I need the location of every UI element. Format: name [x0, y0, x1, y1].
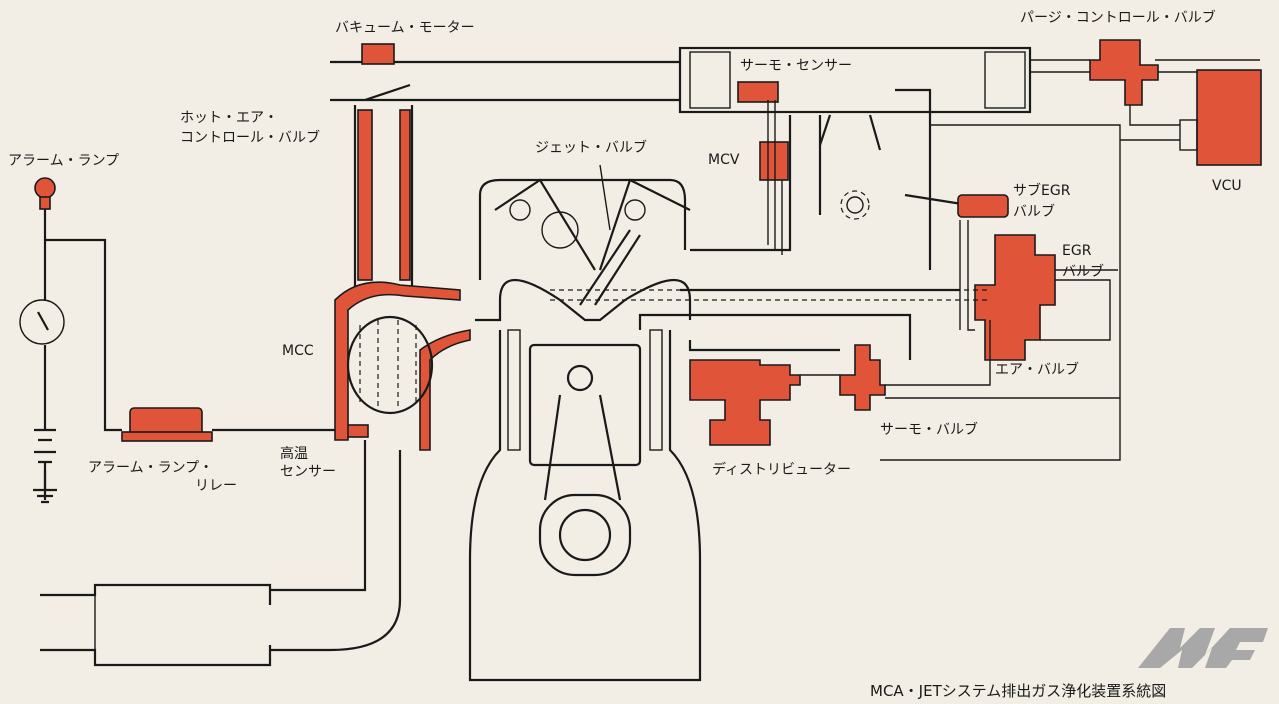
vacuum-motor [361, 43, 395, 65]
sub-egr-valve [957, 194, 1009, 218]
mcc-inner-wall [419, 329, 471, 451]
vacuum-lines [880, 105, 1180, 461]
label-hot-air-control-valve-2: コントロール・バルブ [180, 129, 320, 146]
piston [528, 343, 642, 467]
purge-control-valve [1089, 39, 1159, 106]
label-alarm-lamp: アラーム・ランプ [8, 153, 119, 169]
engine [468, 164, 960, 682]
label-jet-valve: ジェット・バルブ [535, 139, 647, 156]
water-jacket-left [507, 329, 521, 451]
mcc-reactor [346, 315, 434, 415]
thermo-sensor [737, 81, 779, 103]
mf-logo-mark [1138, 628, 1268, 668]
label-mcc: MCC [282, 343, 314, 359]
label-thermo-sensor: サーモ・センサー [740, 58, 852, 74]
label-thermo-valve: サーモ・バルブ [880, 421, 978, 438]
relay-wire [45, 238, 122, 432]
thermo-valve [839, 344, 886, 411]
rocker-arms [494, 178, 691, 271]
mcv-lines [767, 100, 783, 255]
mcc [334, 281, 461, 441]
thermo-valve-lines [800, 320, 1120, 399]
rocker-shaft-right [624, 199, 646, 221]
alarm-lamp-relay-base [121, 431, 213, 442]
egr-lines [959, 220, 1118, 341]
mcc-core [359, 320, 417, 410]
battery-ground-icon [33, 428, 57, 504]
egr-valve [974, 234, 1056, 361]
carburetor-venturi [818, 114, 882, 151]
label-sub-egr-valve: サブEGR [1013, 182, 1071, 199]
jet-valve-pointer [599, 164, 611, 231]
label-sub-egr-valve-2: バルブ [1013, 203, 1055, 220]
camshaft [541, 211, 579, 249]
muffler [40, 583, 272, 667]
intake-system [330, 39, 1262, 461]
label-purge-control-valve: パージ・コントロール・バルブ [1020, 9, 1216, 26]
cylinder-block [468, 330, 702, 682]
carburetor-body [690, 88, 1001, 270]
mcv [759, 141, 789, 181]
hot-air-duct-walls [353, 105, 414, 290]
air-cleaner-element-right [984, 51, 1026, 109]
crank-end [538, 493, 632, 577]
air-cleaner [678, 46, 1032, 114]
hot-air-duct-right [399, 109, 411, 281]
purge-lines [1030, 59, 1260, 73]
crankshaft [558, 508, 612, 562]
piston-pin [566, 364, 594, 392]
alarm-lamp-base [39, 196, 51, 210]
label-air-valve: エア・バルブ [995, 361, 1079, 378]
rocker-shaft-left [509, 199, 531, 221]
label-alarm-lamp-relay: アラーム・ランプ・ [88, 460, 213, 476]
label-mcv: MCV [708, 152, 740, 168]
label-high-temp-sensor: 高温 [280, 445, 308, 462]
hot-air-duct-left [357, 109, 373, 281]
cylinder-head [475, 178, 692, 322]
vcu-connector [1179, 119, 1198, 151]
label-egr-valve: EGR [1062, 243, 1092, 259]
label-hot-air-control-valve: ホット・エア・ [180, 110, 278, 126]
labels: バキューム・モーター パージ・コントロール・バルブ サーモ・センサー ホット・エ… [8, 9, 1242, 494]
connecting-rod [543, 394, 622, 501]
vcu [1196, 69, 1262, 166]
distributor [689, 359, 801, 446]
mcc-exhaust [40, 281, 471, 667]
diagram-caption: MCA・JETシステム排出ガス浄化装置系統図 [870, 682, 1166, 700]
label-vcu: VCU [1212, 178, 1242, 194]
alarm-circuit [19, 177, 369, 504]
switch-contact [37, 311, 49, 331]
throttle-range [840, 190, 870, 220]
alarm-lamp-icon [34, 177, 56, 199]
label-egr-valve-2: バルブ [1062, 263, 1104, 280]
label-high-temp-sensor-2: センサー [280, 464, 336, 480]
air-passage [550, 289, 990, 301]
label-distributor: ディストリビューター [712, 461, 851, 478]
jet-valve [579, 229, 641, 306]
switch-icon [19, 299, 65, 345]
exhaust-pipe [270, 440, 402, 652]
air-cleaner-element-left [689, 51, 731, 109]
hot-air-flap [364, 83, 411, 102]
water-jacket-right [649, 329, 663, 451]
throttle-shaft [846, 196, 864, 214]
label-vacuum-motor: バキューム・モーター [335, 20, 475, 36]
label-alarm-lamp-relay-2: リレー [195, 478, 237, 494]
engine-vacuum-lines [638, 288, 960, 360]
mf-logo [1138, 628, 1268, 668]
